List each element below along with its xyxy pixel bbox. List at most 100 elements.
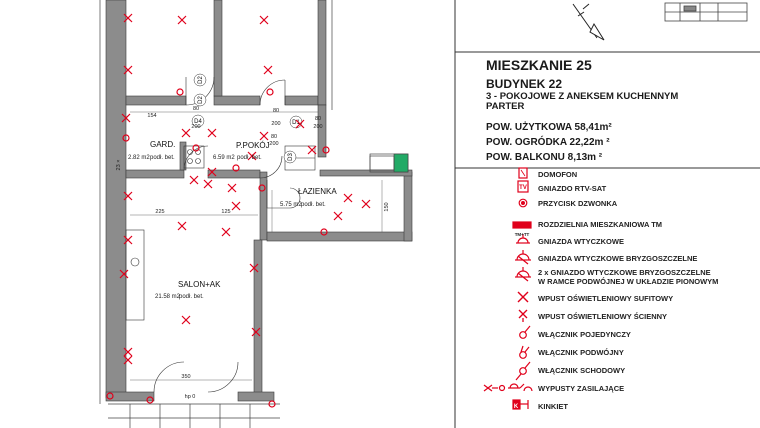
switch-icon [258,184,266,192]
legend-label: GNIAZDO RTV-SAT [538,184,606,193]
legend-label-line: WPUST OŚWIETLENIOWY ŚCIENNY [538,312,668,321]
legend-item: WŁĄCZNIK PODWÓJNY [486,346,756,362]
tm-symbol-text: TM+TT [515,232,530,237]
legend-label: KINKIET [538,402,568,411]
legend-symbols [483,167,533,410]
electrical-outlet-icon [181,128,191,138]
ceiling-light-outlet-icon [517,291,529,303]
door-label: D2 [198,96,204,104]
room-area: 21.58 m2 [155,294,181,300]
tv-socket-icon [517,180,529,193]
legend-label: DOMOFON [538,170,577,179]
legend-label-line: WŁĄCZNIK POJEDYNCZY [538,330,631,339]
double-switch-icon [519,345,530,359]
door-tag [193,73,207,87]
electrical-symbols [106,13,371,408]
legend-label: ROZDZIELNIA MIESZKANIOWA TM [538,220,662,229]
legend-label-line: 2 x GNIAZDO WTYCZKOWE BRYZGOSZCZELNE [538,268,711,277]
power-outlets-icon [483,383,533,392]
room-area: 6.59 m2 [213,155,235,161]
legend-label: WŁĄCZNIK POJEDYNCZY [538,330,631,339]
kitchen-counter [125,145,205,321]
door-label: D1 [292,120,300,126]
distribution-board-icon [512,221,532,229]
switch-icon [122,134,130,142]
door-label: D3 [288,153,294,161]
dimension-label: 125 [221,209,230,215]
staircase-switch-icon [515,361,531,381]
room-name: ŁAZIENKA [298,187,337,196]
legend-label-line: GNIAZDO RTV-SAT [538,184,607,193]
dimension-label: 150 [384,202,390,211]
legend-label-line: WŁĄCZNIK SCHODOWY [538,366,626,375]
room-area: 5.75 m2 [280,202,302,208]
legend-item: DOMOFON [486,168,756,184]
electrical-outlet-icon [207,167,217,177]
area-usable: POW. UŻYTKOWA 58,41m² [486,122,612,133]
door-tag [191,114,205,128]
dimension-label: 200 [313,124,322,130]
electrical-outlet-icon [123,191,133,201]
electrical-outlet-icon [181,315,191,325]
door-tag [283,150,297,164]
electrical-outlet-icon [123,235,133,245]
electrical-outlet-icon [207,128,217,138]
legend-label: WYPUSTY ZASILAJĄCE [538,384,624,393]
electrical-outlet-icon [295,119,305,129]
switch-icon [146,396,154,404]
single-switch-icon [519,325,531,339]
electrical-outlet-icon [177,15,187,25]
room-floor: podł. bet. [301,202,326,208]
legend-label-line: WYPUSTY ZASILAJĄCE [538,384,625,393]
legend-item: GNIAZDA WTYCZKOWE BRYZGOSZCZELNE [486,252,756,268]
dimension-label: 80 [193,106,199,112]
switch-icon [322,146,330,154]
legend-item: WYPUSTY ZASILAJĄCE [486,382,756,398]
legend-label-line: KINKIET [538,402,568,411]
switch-icon [176,88,184,96]
legend-label-line: WPUST OŚWIETLENIOWY SUFITOWY [538,294,674,303]
electrical-outlet-icon [307,145,317,155]
apartment-type-line1: 3 - POKOJOWE Z ANEKSEM KUCHENNYM [486,91,679,102]
door-tag [193,93,207,107]
electrical-outlet-icon [221,227,231,237]
legend-label: GNIAZDA WTYCZKOWE BRYZGOSZCZELNE [538,254,697,263]
dimension-label: 23 × [116,160,122,171]
electrical-outlet-icon [251,327,261,337]
electrical-outlet-icon [203,179,213,189]
electrical-outlet-icon [231,201,241,211]
legend-item: WPUST OŚWIETLENIOWY SUFITOWY [486,292,756,308]
door-label: D2 [198,76,204,84]
compass-icon [572,3,605,41]
legend-item: WPUST OŚWIETLENIOWY ŚCIENNY [486,310,756,326]
electrical-outlet-icon [177,221,187,231]
dimension-label: 200 [269,141,278,147]
legend-label: WPUST OŚWIETLENIOWY ŚCIENNY [538,312,667,321]
electrical-outlet-icon [259,15,269,25]
double-splashproof-socket-icon [515,267,531,282]
room-floor: podł. bet. [150,155,175,161]
dimension-label: 80 [271,134,277,140]
door-label: D4 [194,119,202,125]
electrical-outlet-icon [123,355,133,365]
electrical-outlet-icon [361,199,371,209]
electrical-outlet-icon [119,269,129,279]
legend-item: PRZYCISK DZWONKA [486,197,756,213]
legend-item: WŁĄCZNIK SCHODOWY [486,364,756,380]
room-area: 2.82 m2 [128,155,150,161]
dimension-label: 200 [271,121,280,127]
splashproof-socket-icon [515,250,531,265]
electrical-outlet-icon [333,211,343,221]
switch-icon [232,164,240,172]
dimension-label: 80 [273,108,279,114]
electrical-outlet-icon [263,65,273,75]
room-name: P.POKÓJ [236,141,270,150]
switch-icon [106,392,114,400]
legend-label-line: ROZDZIELNIA MIESZKANIOWA TM [538,220,663,229]
legend-label: WŁĄCZNIK PODWÓJNY [538,348,624,357]
legend-item: WŁĄCZNIK POJEDYNCZY [486,328,756,344]
electrical-outlet-icon [343,193,353,203]
